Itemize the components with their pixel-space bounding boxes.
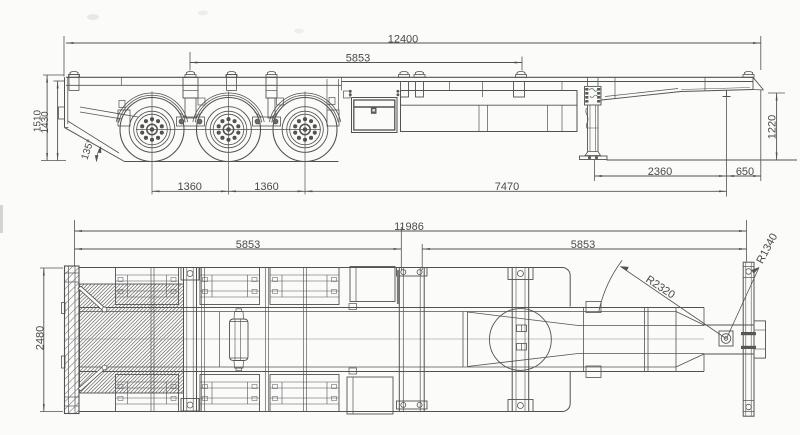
svg-text:1220: 1220 [767,115,779,139]
svg-text:2480: 2480 [35,326,47,350]
svg-text:1430: 1430 [40,111,51,134]
svg-text:5853: 5853 [236,239,260,251]
svg-text:1360: 1360 [254,181,278,193]
svg-text:650: 650 [736,166,754,178]
svg-text:5853: 5853 [571,239,595,251]
svg-text:1510: 1510 [33,109,44,132]
svg-text:5853: 5853 [346,53,370,65]
svg-text:7470: 7470 [495,181,519,193]
svg-text:12400: 12400 [388,34,419,46]
svg-text:1360: 1360 [177,181,201,193]
svg-text:2360: 2360 [648,166,672,178]
svg-text:11986: 11986 [394,221,424,233]
